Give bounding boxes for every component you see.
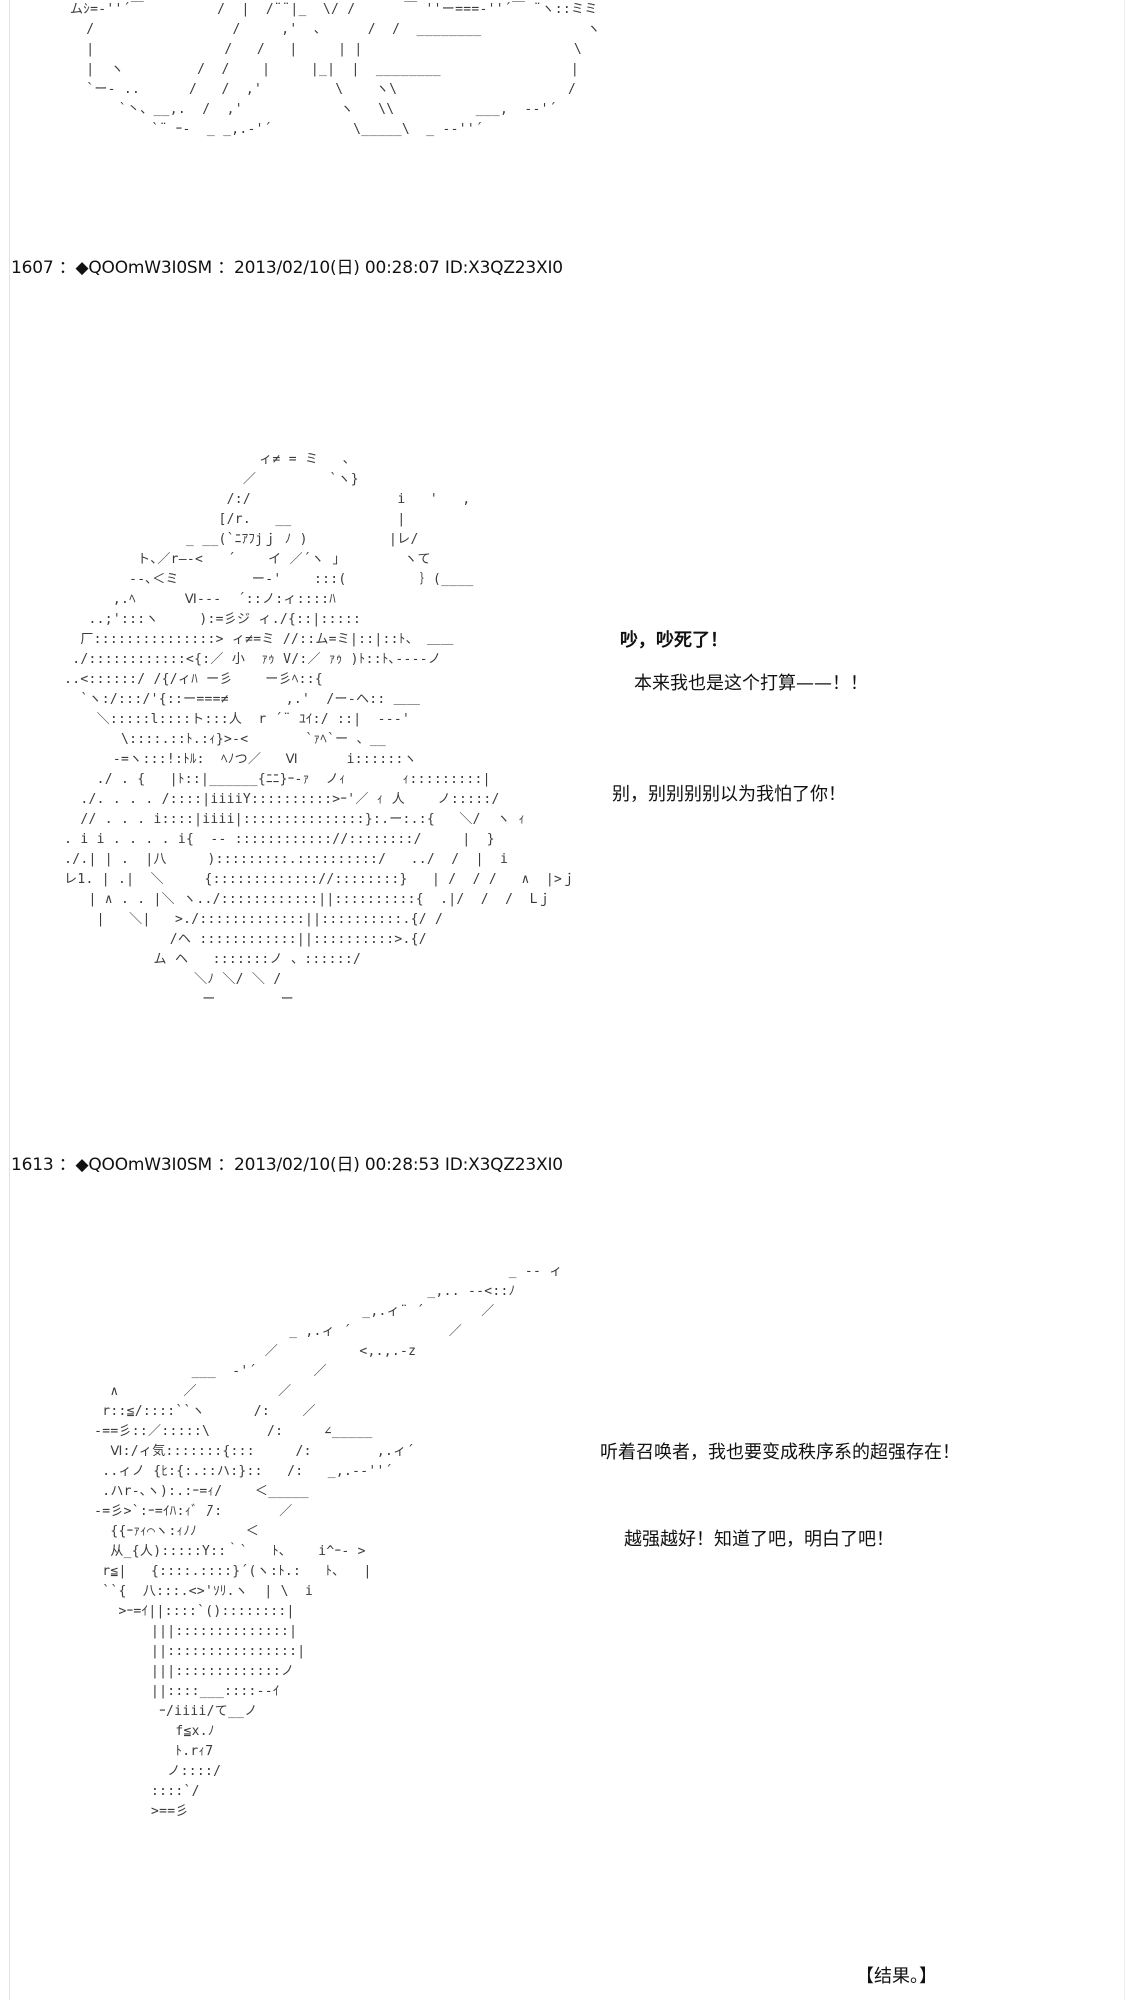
poster-name[interactable]: ◆QOOmW3I0SM bbox=[75, 258, 213, 278]
post-separator: ： bbox=[58, 258, 76, 278]
dialogue-line: 越强越好！知道了吧，明白了吧！ bbox=[624, 1529, 894, 1550]
poster-name[interactable]: ◆QOOmW3I0SM bbox=[75, 1155, 213, 1175]
dialogue-line: 吵，吵死了！ bbox=[620, 630, 728, 651]
ending-mark: 【结果。】 bbox=[856, 1966, 937, 1987]
post-date: 2013/02/10(日) bbox=[234, 1155, 360, 1175]
ascii-art-top: ムｼ=‐''´￣ / | /¨¨|_ \/ / ￣ ''ー===‐''´￣ ¨ヽ… bbox=[70, 2, 601, 137]
dialogue-line: 听着召唤者，我也要变成秩序系的超强存在！ bbox=[600, 1442, 960, 1463]
post-number: 1607 bbox=[11, 258, 54, 278]
post-separator: ： bbox=[217, 1155, 235, 1175]
poster-id[interactable]: ID:X3QZ23XI0 bbox=[444, 258, 563, 278]
ascii-art-character-2: _ -‐ ィ _,.. -‐<::ﾉ _,.ィ¨ ´ ／ _ ,.ィ ´ ／ ／… bbox=[94, 1264, 563, 1819]
post-separator: ： bbox=[217, 258, 235, 278]
post-separator: ： bbox=[58, 1155, 76, 1175]
ascii-art-character-1: ィ≠ = ミ 、 ／ `ヽ} /:/ i ' , [/r. __ | _ __(… bbox=[64, 452, 576, 1007]
dialogue-line: 别，别别别别以为我怕了你！ bbox=[612, 784, 846, 805]
post-date: 2013/02/10(日) bbox=[234, 258, 360, 278]
poster-id[interactable]: ID:X3QZ23XI0 bbox=[444, 1155, 563, 1175]
post-time: 00:28:07 bbox=[364, 258, 440, 278]
post-header-1613: 1613 ：◆QOOmW3I0SM ：2013/02/10(日) 00:28:5… bbox=[11, 1150, 563, 1175]
page-left-rule bbox=[9, 0, 10, 2000]
dialogue-line: 本来我也是这个打算——！！ bbox=[634, 673, 868, 694]
post-header-1607: 1607 ：◆QOOmW3I0SM ：2013/02/10(日) 00:28:0… bbox=[11, 253, 563, 278]
post-number: 1613 bbox=[11, 1155, 54, 1175]
post-time: 00:28:53 bbox=[364, 1155, 440, 1175]
